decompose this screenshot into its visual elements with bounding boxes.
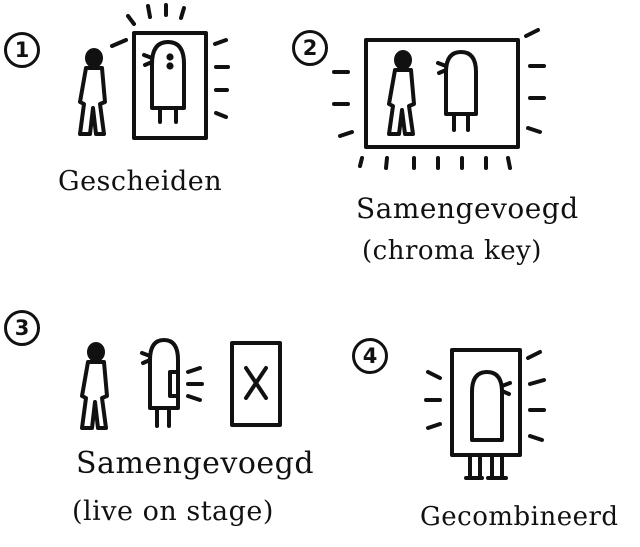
x-mark-icon — [244, 366, 268, 400]
panel-3-label: Samengevoegd — [76, 446, 315, 481]
panel-1-label: Gescheiden — [58, 166, 223, 197]
panel-3-illustration — [80, 338, 282, 430]
legs-icon — [464, 453, 508, 480]
walking-person-icon — [387, 50, 416, 136]
screen-frame-icon — [364, 38, 520, 149]
screen-frame-icon — [450, 348, 522, 457]
glow-ray-icon — [186, 366, 204, 402]
panel-2-label: Samengevoegd — [356, 192, 579, 225]
screen-frame-icon — [230, 341, 282, 427]
ghost-figure-icon — [140, 338, 180, 428]
glow-ray-icon — [126, 3, 230, 119]
glow-ray-icon — [424, 350, 546, 442]
screen-frame-icon — [132, 31, 208, 140]
panel-3-sublabel: (live on stage) — [72, 496, 274, 527]
panel-2-illustration — [332, 28, 546, 170]
panel-3-number: 3 — [4, 310, 40, 346]
ghost-figure-icon — [470, 370, 512, 442]
panel-1-number: 1 — [4, 32, 40, 68]
ghost-figure-icon — [142, 40, 186, 124]
ghost-figure-icon — [436, 50, 478, 132]
walking-person-icon — [78, 48, 107, 136]
panel-4-label: Gecombineerd — [420, 502, 619, 532]
panel-2-number: 2 — [292, 30, 328, 66]
glow-ray-icon — [332, 28, 546, 170]
panel-4-number: 4 — [352, 338, 388, 374]
panel-4-illustration — [424, 348, 546, 480]
panel-2-sublabel: (chroma key) — [362, 236, 542, 266]
walking-person-icon — [80, 342, 109, 430]
panel-1-illustration — [78, 3, 230, 140]
